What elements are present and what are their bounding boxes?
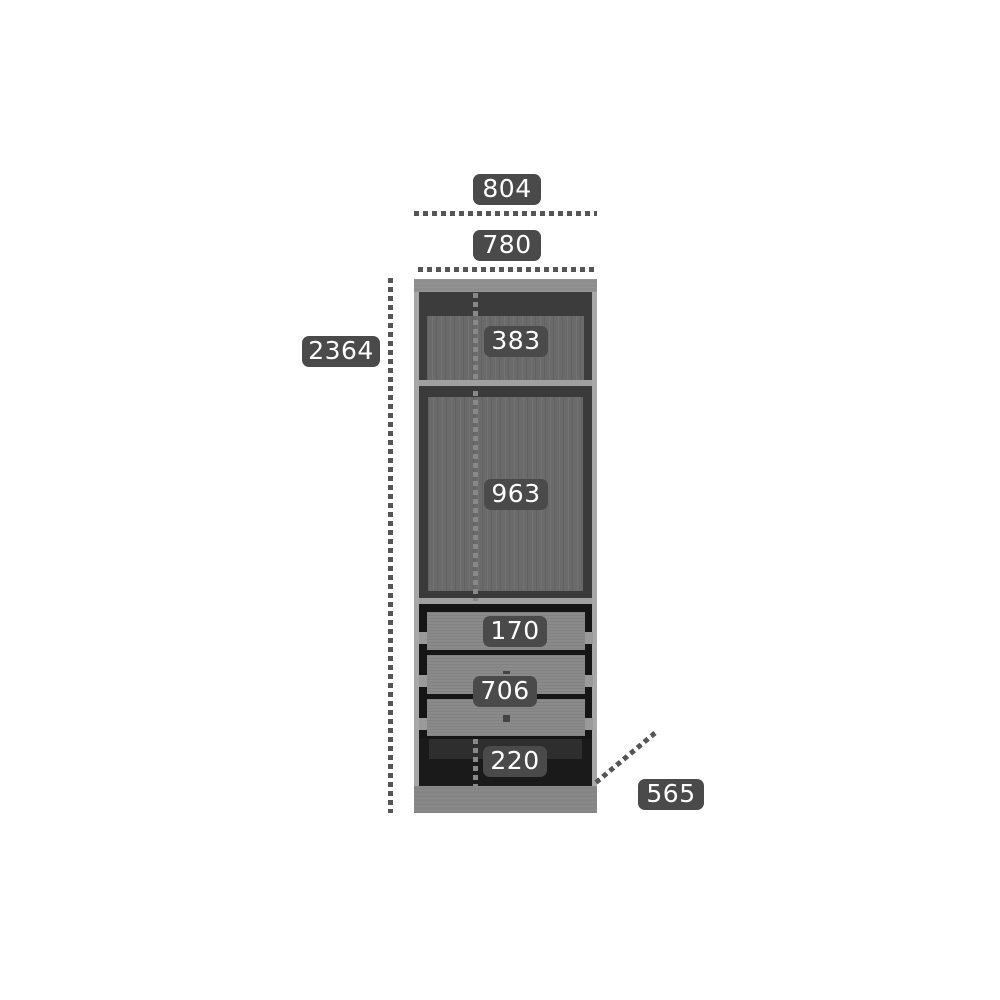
top-compartment-label: 383: [484, 326, 548, 357]
drawer-3-handle: [503, 715, 510, 722]
overall-width-label: 804: [473, 174, 541, 205]
inner-width-label: 780: [473, 230, 541, 261]
right-side-panel: [592, 292, 597, 813]
bottom-compartment-dimension-line: [473, 739, 478, 787]
overall-height-dimension-line: [388, 278, 393, 813]
wardrobe-cabinet: [414, 279, 597, 813]
drawer-runner: [585, 718, 593, 730]
left-side-panel: [414, 292, 419, 813]
drawer-runner: [585, 675, 593, 687]
top-board: [414, 279, 597, 292]
drawer-runner: [419, 718, 427, 730]
drawer-runner: [419, 632, 427, 644]
hanging-compartment-label: 963: [484, 479, 548, 510]
overall-width-dimension-line: [414, 211, 597, 216]
drawer-3[interactable]: [427, 699, 585, 736]
shelf-1: [419, 380, 592, 386]
drawer-height-label: 170: [483, 616, 547, 647]
drawer-2-handle: [503, 671, 510, 674]
drawer-runner: [585, 632, 593, 644]
depth-label: 565: [638, 779, 704, 810]
drawer-2[interactable]: [427, 655, 585, 694]
shelf-2: [419, 598, 592, 604]
hanging-compartment-back: [428, 397, 583, 591]
depth-dimension-line: [594, 729, 659, 785]
bottom-compartment-label: 220: [483, 746, 547, 777]
inner-width-dimension-line: [418, 267, 594, 272]
drawer-runner: [419, 675, 427, 687]
plinth: [414, 786, 597, 813]
drawer-section-label: 706: [473, 676, 537, 707]
top-compartment-dimension-line: [473, 293, 478, 383]
overall-height-label: 2364: [302, 336, 380, 367]
hanging-compartment-dimension-line: [473, 391, 478, 601]
